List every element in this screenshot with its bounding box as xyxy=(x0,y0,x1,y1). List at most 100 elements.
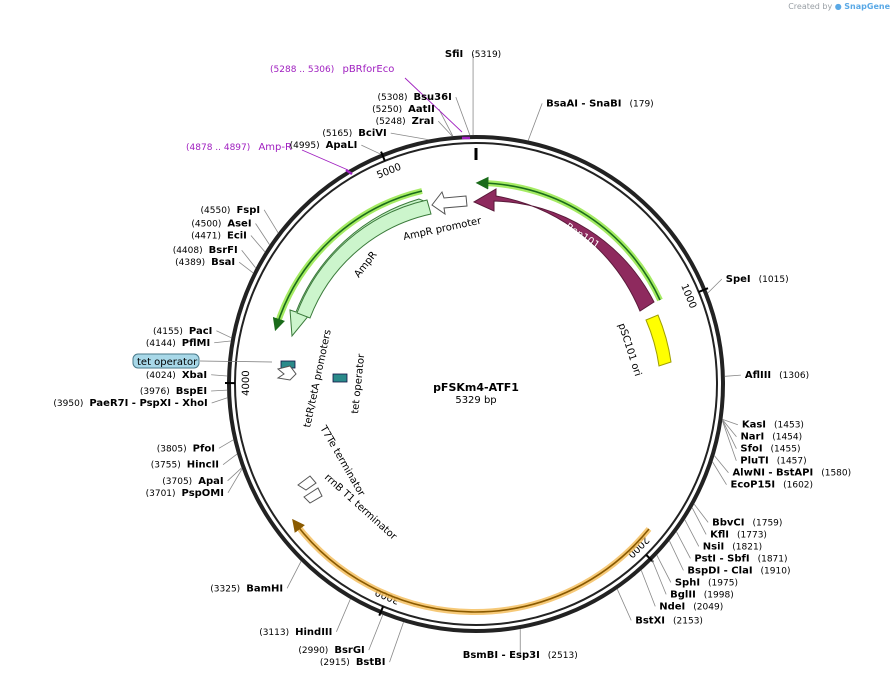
site-part: (4408) xyxy=(173,246,203,256)
restriction-site-label: SphI(1975) xyxy=(675,577,738,588)
site-part: PluTI xyxy=(740,456,768,467)
restriction-site-label: (4144)PflMI xyxy=(146,338,210,349)
site-part: BspEI xyxy=(176,386,207,397)
restriction-site-label: SfiI (5319) xyxy=(445,49,501,60)
site-part: - SnaBI xyxy=(578,98,622,109)
site-part: - BstAPI xyxy=(765,468,813,479)
snapgene-logo: ● xyxy=(834,2,842,11)
site-part: - Esp3I xyxy=(498,650,540,661)
site-part: KasI xyxy=(742,420,766,431)
rep101-feature xyxy=(472,188,655,312)
restriction-site-label: SpeI (1015) xyxy=(726,274,789,285)
restriction-site-label: (5165)BciVI xyxy=(322,128,386,139)
site-part: (3701) xyxy=(146,489,176,499)
site-leader xyxy=(684,519,700,547)
site-leader xyxy=(390,132,429,141)
restriction-site-label: (3701)PspOMI xyxy=(146,488,224,499)
primer-pbrforeco-label: (5288 .. 5306) pBRforEco xyxy=(270,64,394,75)
tick-mark xyxy=(645,554,654,563)
site-part: BsaAI xyxy=(546,98,578,109)
site-part: (2915) xyxy=(320,658,350,668)
site-part: (1998) xyxy=(704,590,734,600)
tick-mark xyxy=(378,606,385,617)
restriction-site-label: (3325) BamHI xyxy=(210,583,283,594)
site-leader xyxy=(438,108,454,137)
site-leader xyxy=(211,389,228,392)
site-part: SfoI xyxy=(740,444,762,455)
site-part: (1457) xyxy=(777,457,807,467)
site-part: AlwNI xyxy=(732,468,765,479)
site-part: (5319) xyxy=(471,50,501,60)
site-leader xyxy=(724,374,741,377)
site-leader xyxy=(263,209,279,234)
leader-layer xyxy=(211,54,741,663)
site-leader xyxy=(676,531,691,559)
site-leader xyxy=(616,588,632,621)
site-part: BbvCI xyxy=(712,517,744,528)
site-leader xyxy=(216,330,232,339)
site-part: BglII xyxy=(670,589,696,600)
site-part: (5248) xyxy=(376,117,406,127)
site-part: (5308) xyxy=(378,93,408,103)
tick-mark xyxy=(380,151,386,162)
site-part: (3950) xyxy=(53,399,83,409)
site-part: (3755) xyxy=(151,461,181,471)
site-part: (4155) xyxy=(153,327,183,337)
site-part: BsmBI xyxy=(463,650,498,661)
site-part: (1454) xyxy=(772,433,802,443)
site-part: (3976) xyxy=(140,387,170,397)
site-part: BamHI xyxy=(246,583,283,594)
snapgene-credit: Created by ● SnapGene xyxy=(788,2,890,11)
site-part: (1455) xyxy=(771,445,801,455)
site-part: (1580) xyxy=(821,469,851,479)
site-part: (5165) xyxy=(322,129,352,139)
tet-operator-badge-leader xyxy=(199,360,273,363)
site-part: HindIII xyxy=(295,627,332,638)
site-part: AatII xyxy=(408,104,435,115)
site-part: AflIII xyxy=(745,370,771,381)
site-leader xyxy=(211,397,228,404)
site-part: ApaI xyxy=(198,476,223,487)
restriction-site-label: (4995)ApaLI xyxy=(290,140,358,151)
primer-ampr-range: (4878 .. 4897) xyxy=(186,143,250,153)
site-leader xyxy=(722,419,737,437)
restriction-site-label: NsiI(1821) xyxy=(703,541,762,552)
restriction-site-label: PstI - SbfI(1871) xyxy=(694,553,787,564)
site-leader xyxy=(437,120,453,137)
site-leader xyxy=(218,439,234,449)
site-leader xyxy=(640,570,656,607)
site-part: PstI xyxy=(694,553,716,564)
restriction-site-label: AlwNI - BstAPI (1580) xyxy=(732,468,851,479)
site-leader xyxy=(527,103,543,141)
site-part: (3325) xyxy=(210,584,240,594)
restriction-site-label: BsmBI - Esp3I(2513) xyxy=(463,650,578,661)
restriction-site-label: (3976) BspEI xyxy=(140,386,207,397)
backbone-inner xyxy=(234,142,718,626)
restriction-site-label: (5248)ZraI xyxy=(376,116,435,127)
site-part: KflI xyxy=(710,529,729,540)
site-leader xyxy=(669,540,684,571)
site-leader xyxy=(255,223,270,245)
tick-mark xyxy=(698,287,709,293)
site-part: (3113) xyxy=(259,628,289,638)
site-part: (1773) xyxy=(737,530,767,540)
site-part: (1015) xyxy=(759,275,789,285)
site-leader xyxy=(714,455,729,473)
credit-prefix: Created by xyxy=(788,2,833,11)
restriction-site-label: PluTI (1457) xyxy=(740,456,806,467)
site-part: SpeI xyxy=(726,274,751,285)
site-part: XbaI xyxy=(182,370,207,381)
psc101-ori-feature xyxy=(645,314,672,367)
restriction-site-label: (3113) HindIII xyxy=(259,627,332,638)
site-part: SfiI xyxy=(445,49,463,60)
site-part: BsrGI xyxy=(334,645,364,656)
restriction-site-label: EcoP15I(1602) xyxy=(731,480,814,491)
tick-label: 4000 xyxy=(241,370,252,395)
restriction-site-label: (2990)BsrGI xyxy=(298,645,364,656)
restriction-site-label: (4155)PacI xyxy=(153,326,212,337)
ampr-region-line xyxy=(272,190,423,332)
tick-label: 5000 xyxy=(375,162,403,182)
site-label-layer: BsaAI - SnaBI(179)SpeI(1015)AflIII(1306)… xyxy=(53,49,851,668)
site-part: BspDI xyxy=(687,565,720,576)
